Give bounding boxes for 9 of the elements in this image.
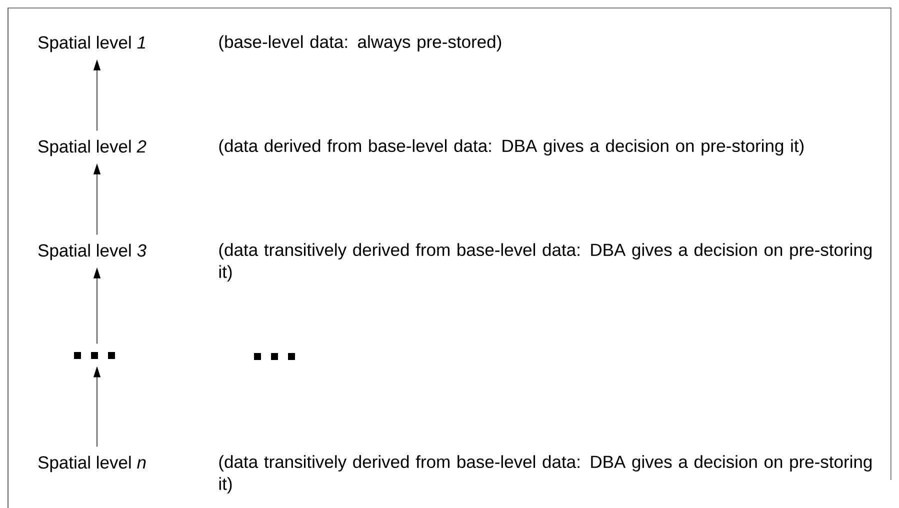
level-label: Spatial level 3: [38, 244, 146, 260]
description-text: (data derived from base-level data: DBA gives a decision on pre-storing it): [219, 139, 804, 156]
level-label: Spatial level n: [38, 456, 146, 472]
description-text: (data transitively derived from base-level data: DBA gives a decision on pre-storing it): [219, 455, 872, 494]
ellipsis-dots: [74, 352, 115, 359]
description-text: (base-level data: always pre-stored): [219, 35, 502, 52]
level-label: Spatial level 2: [38, 140, 146, 156]
level-label: Spatial level 1: [38, 36, 145, 52]
description-text: (data transitively derived from base-level data: DBA gives a decision on pre-storing it): [219, 243, 872, 282]
